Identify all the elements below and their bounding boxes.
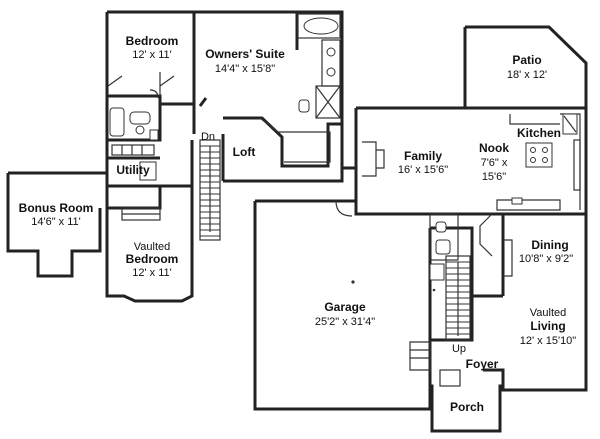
vaulted-living-name: Living [530, 319, 565, 333]
nook-name: Nook [479, 141, 509, 155]
vaulted-bedroom-dims: 12' x 11' [132, 267, 171, 279]
patio-name: Patio [512, 53, 541, 67]
nook-dims-1: 7'6" x [481, 157, 508, 169]
vaulted-living-dims: 12' x 15'10" [520, 335, 577, 347]
exterior-walls [6, 10, 588, 433]
nook-dims-2: 15'6" [482, 171, 506, 183]
bonus-room-dims: 14'6" x 11' [31, 216, 81, 228]
patio-dims: 18' x 12' [507, 69, 547, 81]
dining-name: Dining [531, 238, 568, 252]
utility-name: Utility [116, 163, 150, 177]
garage-name: Garage [324, 300, 366, 314]
owners-suite-dims: 14'4" x 15'8" [215, 63, 275, 75]
bedroom-name: Bedroom [126, 34, 179, 48]
kitchen-name: Kitchen [517, 126, 561, 140]
stair-up-label: Up [452, 343, 466, 355]
vaulted-bedroom-prefix: Vaulted [134, 241, 171, 253]
bathtub-oval [303, 17, 339, 35]
loft-name: Loft [233, 145, 256, 159]
porch-name: Porch [450, 400, 484, 414]
dining-dims: 10'8" x 9'2" [519, 253, 573, 265]
foyer-name: Foyer [466, 357, 499, 371]
garage-dims: 25'2" x 31'4" [315, 316, 375, 328]
vaulted-living-prefix: Vaulted [530, 307, 567, 319]
stair-down-label: Dn [201, 131, 215, 143]
vaulted-bedroom-name: Bedroom [126, 252, 179, 266]
owners-suite-name: Owners' Suite [205, 47, 285, 61]
family-name: Family [404, 149, 442, 163]
family-dims: 16' x 15'6" [398, 164, 448, 176]
bedroom-dims: 12' x 11' [132, 49, 171, 61]
interior-details [107, 13, 581, 387]
bonus-room-name: Bonus Room [19, 201, 94, 215]
room-labels: Bedroom 12' x 11' Owners' Suite 14'4" x … [19, 34, 577, 414]
